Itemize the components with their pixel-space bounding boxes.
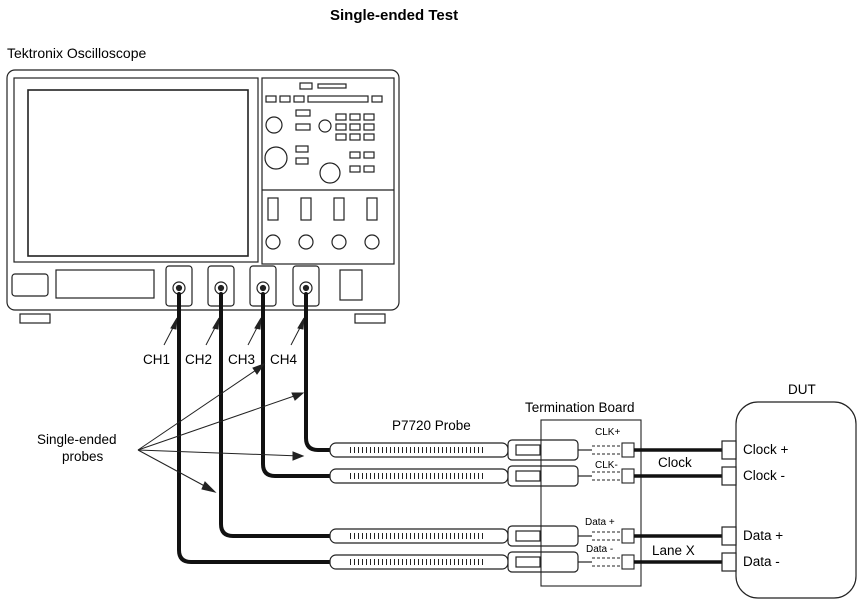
oscilloscope (6, 69, 400, 324)
dut-outline (735, 401, 857, 599)
panel-indicator (299, 82, 313, 90)
clock-group-label: Clock (658, 455, 692, 470)
channel-inputs (165, 265, 320, 307)
channel-label-ch3: CH3 (228, 352, 256, 367)
board-pin-clk-plus: CLK+ (595, 427, 621, 438)
cable-ch3 (261, 292, 332, 478)
scope-screen-bezel (13, 77, 259, 263)
dut-pin-clock-plus: Clock + (743, 442, 789, 457)
probes (329, 439, 592, 573)
probe-callout-arrows (137, 362, 305, 493)
dut-cables (634, 448, 722, 564)
channel-label-ch2: CH2 (185, 352, 213, 367)
board-pin-data-plus: Data + (585, 517, 615, 528)
scope-foot-left (19, 313, 51, 324)
probes-label-line1: Single-ended (37, 432, 117, 447)
cable-ch1 (177, 292, 332, 564)
dut (721, 401, 857, 599)
board-pin-data-minus: Data - (586, 544, 614, 555)
dut-pin-clock-minus: Clock - (743, 468, 786, 483)
aux-connector-panel (339, 269, 363, 301)
panel-knobs (264, 116, 341, 184)
scope-screen (27, 89, 249, 257)
vertical-controls (265, 197, 380, 250)
power-button (11, 273, 49, 297)
dut-pin-data-plus: Data + (743, 528, 784, 543)
probe-model-label: P7720 Probe (392, 418, 471, 433)
dut-label: DUT (788, 382, 816, 397)
panel-buttons (265, 95, 383, 173)
board-traces (592, 445, 622, 567)
probe-data-minus (329, 551, 592, 573)
termination-board-label: Termination Board (525, 400, 635, 415)
board-connectors (621, 442, 635, 570)
channel-label-ch1: CH1 (143, 352, 171, 367)
scope-foot-right (354, 313, 386, 324)
probe-clk-minus (329, 465, 592, 487)
scope-body (6, 69, 400, 311)
probe-cables (177, 292, 332, 564)
oscilloscope-label: Tektronix Oscilloscope (7, 45, 147, 61)
cable-ch4 (304, 292, 332, 452)
board-pin-clk-minus: CLK- (595, 460, 618, 471)
dut-pin-data-minus: Data - (743, 554, 780, 569)
diagram-title: Single-ended Test (330, 7, 459, 24)
channel-pointers (163, 317, 305, 346)
termination-board-outline (540, 419, 642, 587)
front-tray (55, 269, 155, 299)
scope-control-panel (261, 77, 395, 265)
channel-label-ch4: CH4 (270, 352, 298, 367)
cable-ch2 (219, 292, 332, 538)
lane-group-label: Lane X (652, 543, 695, 558)
probe-data-plus (329, 525, 592, 547)
termination-board (540, 419, 642, 587)
probes-label-line2: probes (62, 449, 104, 464)
panel-display (317, 83, 347, 89)
probe-clk-plus (329, 439, 592, 461)
